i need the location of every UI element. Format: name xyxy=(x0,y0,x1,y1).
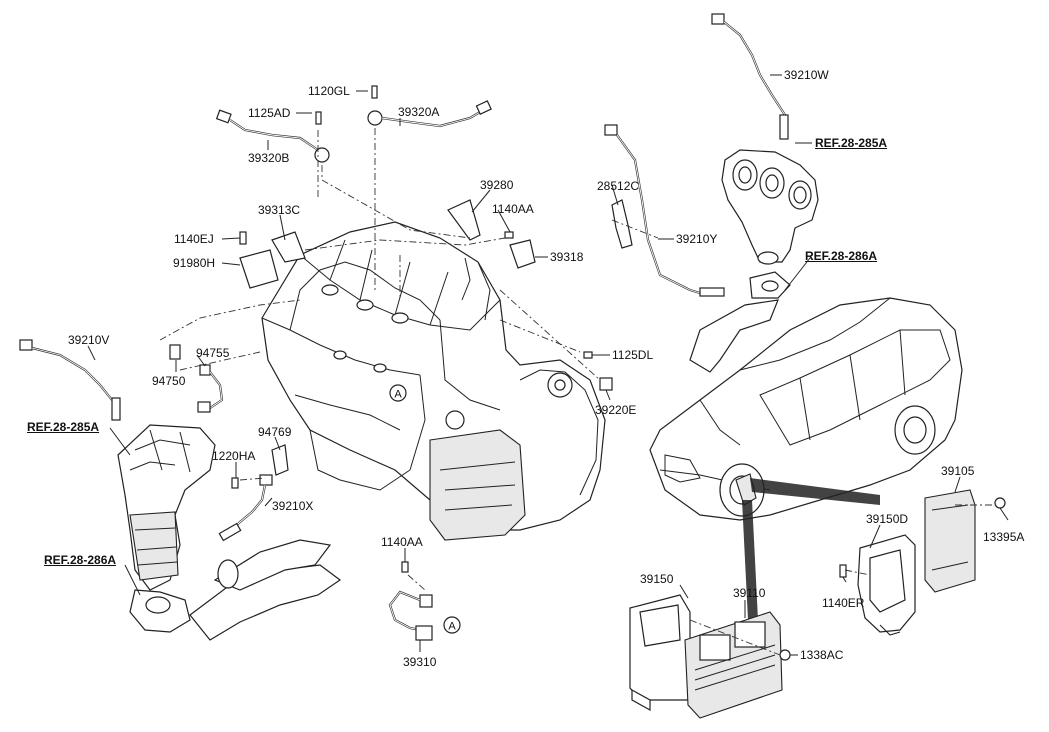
label-ref-28-285A-left: REF.28-285A xyxy=(27,420,100,434)
label-39320B: 39320B xyxy=(248,151,290,165)
sensors-and-wiring xyxy=(19,13,847,661)
label-94755: 94755 xyxy=(196,346,230,360)
label-13395A: 13395A xyxy=(983,530,1025,544)
label-39313C: 39313C xyxy=(258,203,301,217)
label-39220E: 39220E xyxy=(595,403,637,417)
leader-lines xyxy=(87,74,1009,656)
label-39210W: 39210W xyxy=(784,68,829,82)
label-39210X: 39210X xyxy=(272,499,314,513)
label-1125DL: 1125DL xyxy=(612,348,654,362)
label-39210Y: 39210Y xyxy=(676,232,718,246)
label-39210V: 39210V xyxy=(68,333,110,347)
label-94769: 94769 xyxy=(258,425,292,439)
right-exhaust-manifold xyxy=(689,149,819,373)
label-1120GL: 1120GL xyxy=(308,84,350,98)
label-39105: 39105 xyxy=(941,464,975,478)
marker-a-crank xyxy=(443,616,461,634)
label-39280: 39280 xyxy=(480,178,514,192)
label-94750: 94750 xyxy=(152,374,186,388)
engine-assembly xyxy=(261,221,606,541)
label-ref-28-286A-top: REF.28-286A xyxy=(805,249,878,263)
label-39310: 39310 xyxy=(403,655,437,669)
label-ref-28-285A-top: REF.28-285A xyxy=(815,136,888,150)
label-1338AC: 1338AC xyxy=(800,648,844,662)
label-1140AA-top: 1140AA xyxy=(492,202,534,216)
label-1140ER: 1140ER xyxy=(822,596,865,610)
label-1140EJ: 1140EJ xyxy=(174,232,214,246)
marker-a-engine-label: A xyxy=(394,389,402,401)
vehicle-illustration xyxy=(649,297,963,620)
marker-a-engine xyxy=(389,384,407,402)
label-1220HA: 1220HA xyxy=(212,449,256,463)
label-39320A: 39320A xyxy=(398,105,440,119)
label-1140AA-bottom: 1140AA xyxy=(381,535,423,549)
label-91980H: 91980H xyxy=(173,256,216,270)
marker-a-crank-label: A xyxy=(448,621,456,633)
label-1125AD: 1125AD xyxy=(248,106,291,120)
label-39318: 39318 xyxy=(550,250,584,264)
label-39150: 39150 xyxy=(640,572,674,586)
label-39150D: 39150D xyxy=(866,512,909,526)
label-28512C: 28512C xyxy=(597,179,640,193)
ecu-modules xyxy=(629,489,1006,719)
label-ref-28-286A-left: REF.28-286A xyxy=(44,553,117,567)
label-39110: 39110 xyxy=(733,586,766,600)
left-exhaust-manifold xyxy=(117,424,342,641)
